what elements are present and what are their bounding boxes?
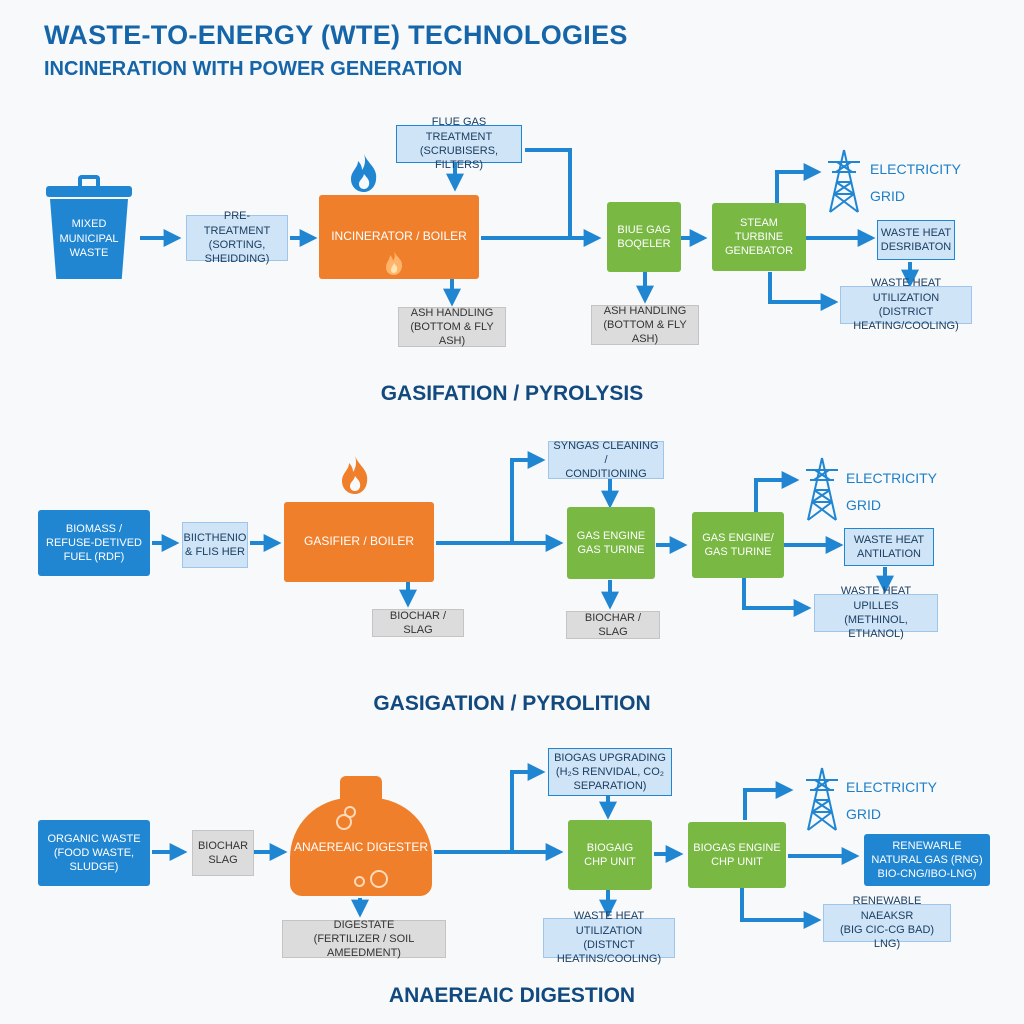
trash-bin-icon bbox=[46, 186, 132, 197]
arrow-chp-to-rng2 bbox=[740, 888, 822, 929]
node-biochar-slag-3: Biochar Slag bbox=[192, 830, 254, 876]
arrow-to-syngas-cleaning bbox=[510, 451, 546, 543]
node-renewable-natural-gas: Renewarle Natural Gas (RNG) Bio-CNG/Ibo-… bbox=[864, 834, 990, 886]
arrow-to-biogas-upgrading bbox=[510, 763, 546, 852]
node-biogas-upgrading: Biogas Upgrading (H₂s Renvidal, Co₂ Sepa… bbox=[548, 748, 672, 796]
node-waste-heat-upilles: Waste Heat Upilles (Methinol, Ethanol) bbox=[814, 585, 938, 640]
section-label-anaerobic-digestion: ANAEREAIC DIGESTION bbox=[388, 984, 636, 1007]
fire-icon bbox=[386, 251, 403, 275]
node-blue-gas-boiler: Biue Gag Boqeler bbox=[607, 202, 681, 272]
arrow-engine-to-grid bbox=[754, 471, 800, 512]
node-waste-heat-utilization-1: Waste Heat Utilization (District Heating… bbox=[840, 277, 972, 332]
node-syngas-cleaning: Syngas Cleaning / Conditioning bbox=[548, 440, 664, 480]
transmission-tower-icon-2 bbox=[806, 457, 838, 521]
node-incinerator-label: Incinerator / Boiler bbox=[331, 229, 467, 244]
node-anaerobic-digester: Anaereaic Digester bbox=[293, 840, 429, 854]
bubble-icon bbox=[354, 876, 365, 887]
node-pretreatment: Pre-treatment (Sorting, Sheidding) bbox=[186, 210, 288, 265]
node-waste-heat-antilation: Waste Heat Antilation bbox=[844, 528, 934, 566]
arrow-turbine-to-grid bbox=[775, 163, 822, 205]
node-gas-engine-1: Gas Engine Gas Turine bbox=[567, 507, 655, 579]
node-ash-handling-2: Ash Handling (Bottom & Fly Ash) bbox=[591, 305, 699, 345]
arrow-turbine-to-utilization bbox=[768, 272, 839, 311]
arrow-chp-to-grid bbox=[743, 781, 794, 820]
node-waste-heat-utilization-3: Waste Heat Utilization (Distnct Heatins/… bbox=[543, 910, 675, 965]
digester-cap bbox=[340, 776, 382, 800]
node-mixed-municipal-waste: Mixed Municipal Waste bbox=[50, 199, 128, 279]
bubble-icon bbox=[344, 806, 356, 818]
node-steam-turbine-generator: Steam Turbine Genebator bbox=[712, 203, 806, 271]
label-electricity-grid-2: Electricity Grid bbox=[846, 470, 938, 513]
node-digestate: Digestate (Fertilizer / Soil Ameedment) bbox=[282, 919, 446, 959]
page-subtitle: INCINERATION WITH POWER GENERATION bbox=[44, 58, 463, 80]
node-biogas-engine-chp-2: Biogas Engine CHP Unit bbox=[688, 822, 786, 888]
node-gas-engine-2: Gas Engine/ Gas Turine bbox=[692, 512, 784, 578]
flame-icon-2 bbox=[342, 456, 368, 494]
bubble-icon bbox=[370, 870, 388, 888]
node-gasifier-boiler: Gasifier / Boiler bbox=[284, 502, 434, 582]
node-waste-heat-desribaton: Waste Heat Desribaton bbox=[877, 220, 955, 260]
trash-bin-handle bbox=[78, 175, 100, 187]
section-label-gasigation: GASIGATION / PYROLITION bbox=[373, 692, 651, 715]
transmission-tower-icon-3 bbox=[806, 767, 838, 831]
label-electricity-grid-1: Electricity Grid bbox=[870, 161, 962, 204]
node-organic-waste: Organic Waste (Food Waste, Sludge) bbox=[38, 820, 150, 886]
node-biochar-slag-1: Biochar / Slag bbox=[372, 609, 464, 637]
page-title: WASTE-TO-ENERGY (WTE) TECHNOLOGIES bbox=[44, 20, 628, 50]
flame-icon bbox=[351, 154, 377, 192]
node-flue-gas-treatment: Flue Gas Treatment (Scrubisers, Filters) bbox=[396, 116, 522, 171]
line-flue-gas-bypass bbox=[525, 148, 572, 238]
label-electricity-grid-3: Electricity Grid bbox=[846, 779, 938, 822]
node-biomass-rdf: Biomass / Refuse-Detived Fuel (RDF) bbox=[38, 510, 150, 576]
transmission-tower-icon bbox=[828, 149, 860, 213]
arrow-engine-to-upilles bbox=[742, 578, 812, 617]
node-biochar-slag-2: Biochar / Slag bbox=[566, 611, 660, 639]
section-label-gasifation: GASIFATION / PYROLYSIS bbox=[380, 382, 644, 405]
node-biogas-chp-1: Biogaig CHP Unit bbox=[568, 820, 652, 890]
node-pretreatment-2: Biicthenio & Flis Her bbox=[182, 522, 248, 568]
node-ash-handling-1: Ash Handling (Bottom & Fly Ash) bbox=[398, 307, 506, 347]
node-renewable-naeaksr: Renewable Naeaksr (Big CIC-Cg BAd) LNG) bbox=[823, 895, 951, 950]
